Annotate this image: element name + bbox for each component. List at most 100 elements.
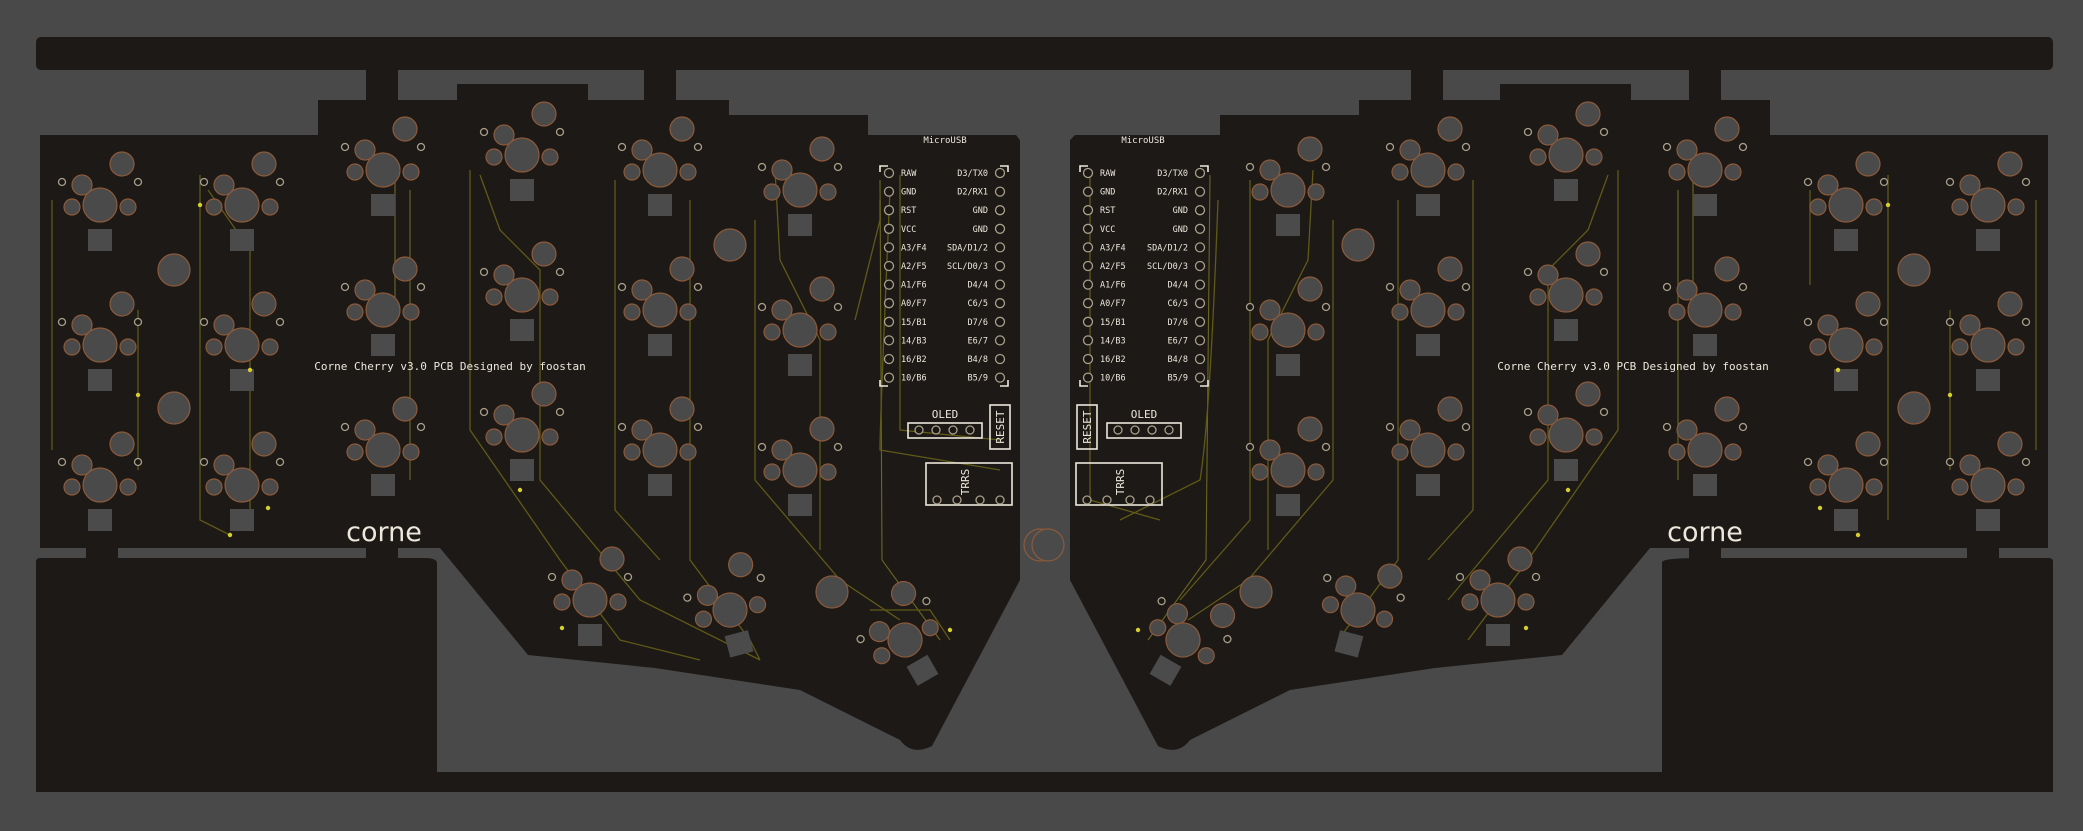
pin-pad xyxy=(1194,316,1206,327)
pin-label: A3/F4 xyxy=(1100,243,1126,253)
right-trrs-jack xyxy=(1075,462,1163,506)
mounting-hole xyxy=(1031,528,1065,562)
pin-label: E6/7 xyxy=(1168,336,1188,346)
key-switch-footprint xyxy=(1662,256,1748,356)
key-switch-footprint xyxy=(57,431,143,531)
pad xyxy=(995,495,1005,505)
key-switch-footprint xyxy=(1321,563,1405,658)
pad xyxy=(1125,495,1135,505)
left-oled-label: OLED xyxy=(932,408,959,421)
pin-label: RAW xyxy=(1100,169,1116,179)
pin-pad xyxy=(883,353,895,365)
pin-label: SDA/D1/2 xyxy=(947,243,988,253)
key-switch-footprint xyxy=(1245,416,1331,516)
pin-label: RAW xyxy=(901,169,917,179)
tab xyxy=(1689,68,1721,102)
pin-pad xyxy=(994,298,1006,309)
pin-label: D7/6 xyxy=(968,318,988,328)
pad xyxy=(975,495,985,505)
pin-pad xyxy=(883,223,895,234)
right-corne-logo: corne xyxy=(1667,517,1743,548)
pin-pad xyxy=(1194,186,1206,197)
pin-label: GND xyxy=(973,225,988,235)
pin-pad xyxy=(1194,372,1206,383)
key-switch-footprint xyxy=(757,136,843,236)
pin-pad xyxy=(1082,279,1094,290)
via xyxy=(247,367,253,373)
mounting-hole xyxy=(1341,228,1375,262)
pin-label: D2/RX1 xyxy=(1157,188,1188,198)
key-switch-footprint xyxy=(1945,291,2031,391)
key-switch-footprint xyxy=(57,291,143,391)
pin-label: GND xyxy=(901,188,916,198)
key-switch-footprint xyxy=(1803,151,1889,251)
pin-pad xyxy=(994,223,1006,234)
pad xyxy=(948,425,958,435)
mounting-hole xyxy=(1897,253,1931,287)
left-usb-label: MicroUSB xyxy=(923,136,966,146)
right-trrs-label: TRRS xyxy=(1114,469,1127,496)
key-switch-footprint xyxy=(856,580,939,686)
right-key-footprints xyxy=(1031,101,2031,686)
pin-pad xyxy=(1082,260,1094,272)
left-corne-logo: corne xyxy=(346,517,422,548)
key-switch-footprint xyxy=(1803,431,1889,531)
pin-label: D3/TX0 xyxy=(957,169,988,179)
via xyxy=(1565,487,1571,493)
pin-label: A1/F6 xyxy=(1100,281,1126,291)
pin-pad xyxy=(883,186,895,197)
left-pcb-half xyxy=(40,84,1020,750)
pin-pad xyxy=(994,167,1006,179)
pin-pad xyxy=(1082,316,1094,327)
key-switch-footprint xyxy=(1523,101,1609,201)
pin-pad xyxy=(994,335,1006,346)
pin-label: VCC xyxy=(1100,225,1115,235)
via xyxy=(227,532,233,538)
pin-pad xyxy=(1082,223,1094,234)
pin-pad xyxy=(883,167,895,179)
pin-label: 10/B6 xyxy=(901,374,927,384)
key-switch-footprint xyxy=(199,151,285,251)
pin-pad xyxy=(883,242,895,253)
key-switch-footprint xyxy=(617,396,703,496)
key-switch-footprint xyxy=(479,241,565,341)
pin-label: D2/RX1 xyxy=(957,188,988,198)
pin-label: GND xyxy=(1100,188,1115,198)
key-switch-footprint xyxy=(340,256,426,356)
right-credit-text: Corne Cherry v3.0 PCB Designed by foosta… xyxy=(1497,360,1769,373)
pin-label: C6/5 xyxy=(968,299,988,309)
left-credit-text: Corne Cherry v3.0 PCB Designed by foosta… xyxy=(314,360,586,373)
pin-label: A2/F5 xyxy=(1100,262,1126,272)
pin-label: A1/F6 xyxy=(901,281,927,291)
left-promicro-outline xyxy=(879,165,1009,387)
key-switch-footprint xyxy=(340,396,426,496)
via xyxy=(517,487,523,493)
key-switch-footprint xyxy=(683,552,767,658)
pin-label: B4/8 xyxy=(968,355,988,365)
pin-pad xyxy=(883,260,895,272)
mounting-hole xyxy=(1897,391,1931,425)
top-rail xyxy=(36,37,2053,70)
pin-label: 15/B1 xyxy=(1100,318,1126,328)
right-oled-header xyxy=(1106,422,1182,439)
pin-label: A0/F7 xyxy=(1100,299,1126,309)
pin-label: SCL/D0/3 xyxy=(1147,262,1188,272)
via xyxy=(559,625,565,631)
pin-label: 14/B3 xyxy=(901,336,927,346)
right-pcb-half xyxy=(1070,84,2048,750)
pin-label: B5/9 xyxy=(1168,374,1188,384)
pin-label: GND xyxy=(1173,206,1188,216)
left-trrs-jack xyxy=(925,462,1013,506)
left-key-footprints xyxy=(57,101,1057,686)
pin-label: D7/6 xyxy=(1168,318,1188,328)
mounting-hole xyxy=(1239,575,1273,609)
pin-label: SCL/D0/3 xyxy=(947,262,988,272)
key-switch-footprint xyxy=(1245,136,1331,236)
pin-pad xyxy=(994,205,1006,216)
pin-label: 16/B2 xyxy=(901,355,927,365)
pin-label: C6/5 xyxy=(1168,299,1188,309)
